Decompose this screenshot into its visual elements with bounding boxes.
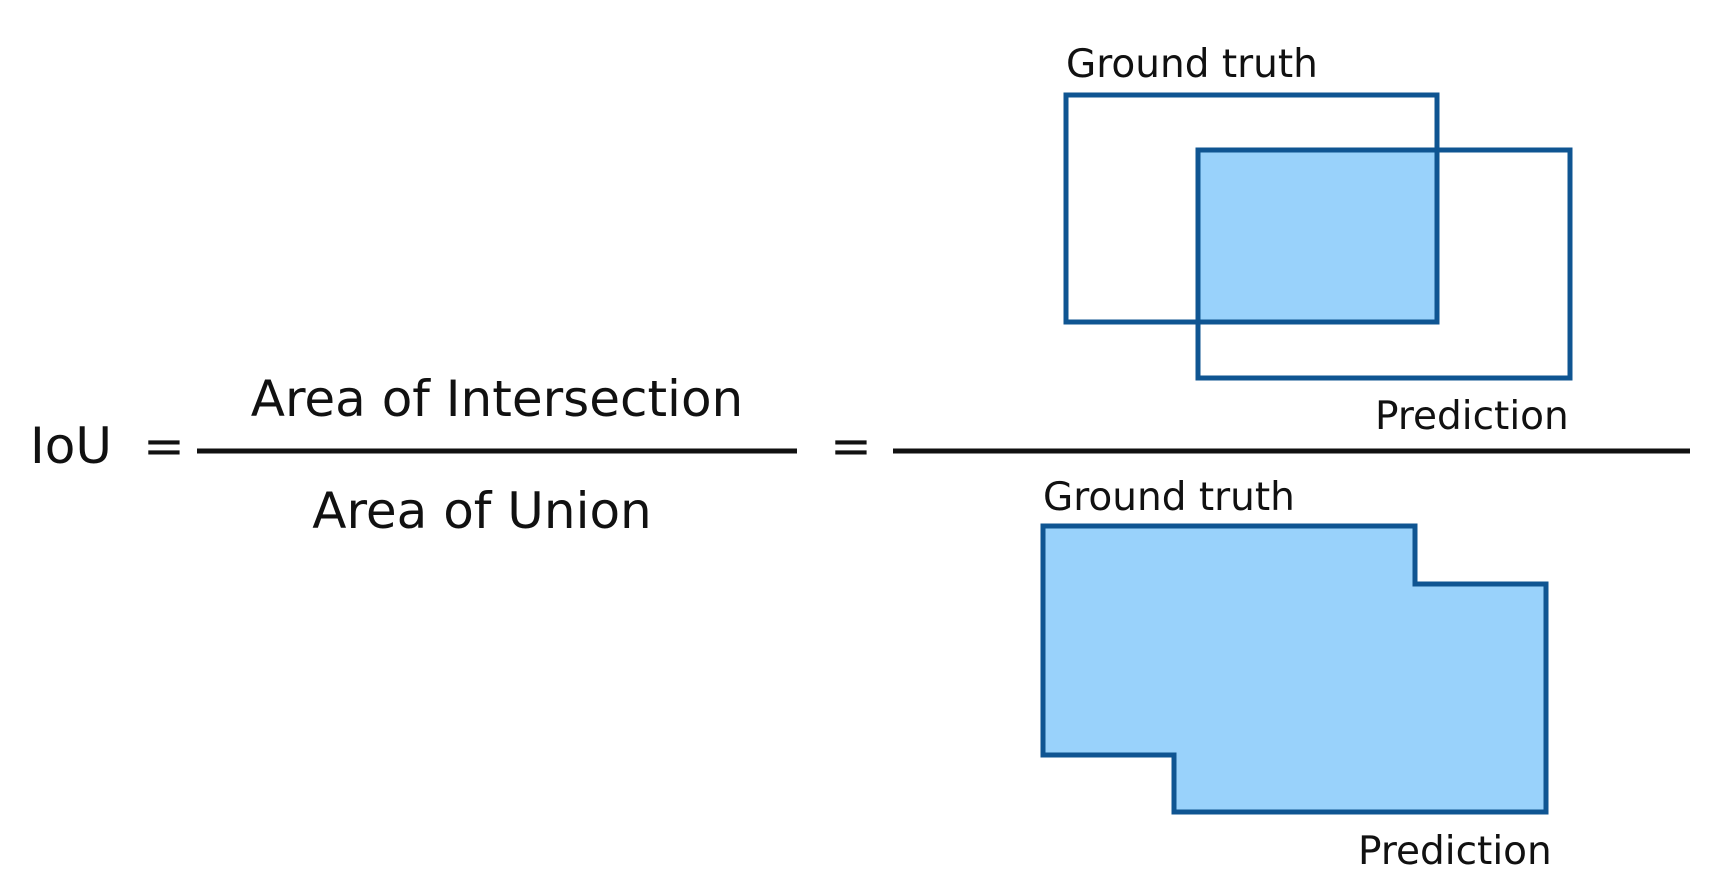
prediction-label-bottom: Prediction (1358, 829, 1552, 874)
intersection-figure: Ground truth Prediction (1063, 42, 1573, 439)
intersection-area (1198, 150, 1435, 322)
ground-truth-label-top: Ground truth (1066, 42, 1318, 87)
ground-truth-box (1063, 92, 1440, 325)
union-area (1040, 523, 1549, 815)
prediction-box (1195, 147, 1573, 381)
equals-sign-1: = (143, 417, 185, 475)
equals-sign-2: = (830, 417, 872, 475)
union-figure: Ground truth Prediction (1040, 475, 1552, 874)
numerator-text: Area of Intersection (251, 370, 743, 428)
denominator-text: Area of Union (312, 482, 652, 540)
prediction-label-top: Prediction (1375, 394, 1569, 439)
iou-label: IoU (30, 417, 112, 475)
ground-truth-label-bottom: Ground truth (1043, 475, 1295, 520)
